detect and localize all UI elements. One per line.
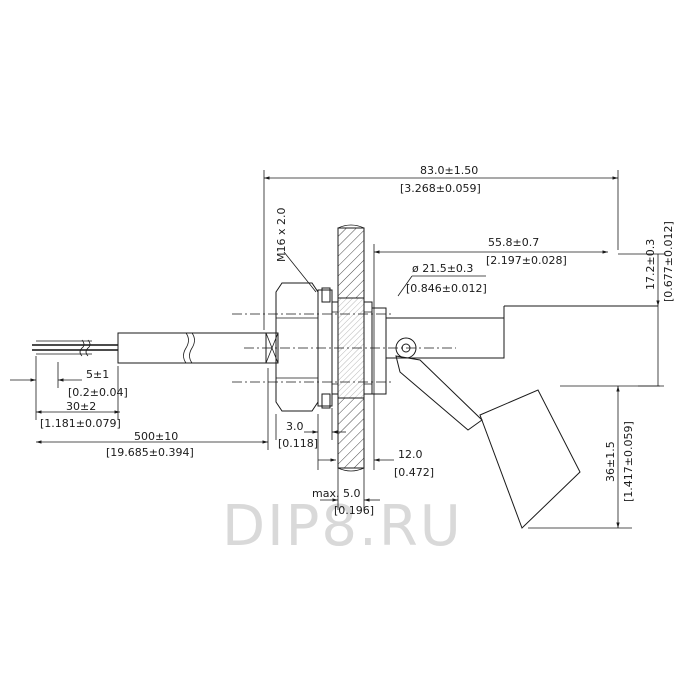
float-length-metric: 55.8±0.7 xyxy=(488,236,539,249)
wall-max-metric: max. 5.0 xyxy=(312,487,360,500)
dimension-labels: 83.0±1.50 [3.268±0.059] M16 x 2.0 55.8±0… xyxy=(40,164,675,517)
wire-strip-imperial: [0.2±0.04] xyxy=(68,386,128,399)
watermark: DIP8.RU xyxy=(222,494,463,559)
boss-depth-metric: 12.0 xyxy=(398,448,423,461)
wire-lead-metric: 30±2 xyxy=(66,400,96,413)
drop-imperial: [1.417±0.059] xyxy=(622,421,635,502)
nut-width-metric: 3.0 xyxy=(286,420,304,433)
overall-length-imperial: [3.268±0.059] xyxy=(400,182,481,195)
nut xyxy=(275,282,387,412)
mount-diameter-imperial: [0.846±0.012] xyxy=(406,282,487,295)
cable-length-metric: 500±10 xyxy=(134,430,178,443)
overall-length-metric: 83.0±1.50 xyxy=(420,164,478,177)
float-length-imperial: [2.197±0.028] xyxy=(486,254,567,267)
wire-lead-imperial: [1.181±0.079] xyxy=(40,417,121,430)
mount-diameter-metric: ø 21.5±0.3 xyxy=(412,262,473,275)
nut-width-imperial: [0.118] xyxy=(278,437,318,450)
dimension-lines xyxy=(10,170,666,529)
thread-label: M16 x 2.0 xyxy=(275,208,288,262)
drop-metric: 36±1.5 xyxy=(604,441,617,482)
cable xyxy=(32,332,279,364)
wire-strip-metric: 5±1 xyxy=(86,368,109,381)
boss-depth-imperial: [0.472] xyxy=(394,466,434,479)
float-assembly xyxy=(232,305,658,529)
wall-max-imperial: [0.196] xyxy=(334,504,374,517)
float-height-metric: 17.2±0.3 xyxy=(644,239,657,290)
float-height-imperial: [0.677±0.012] xyxy=(662,221,675,302)
cable-length-imperial: [19.685±0.394] xyxy=(106,446,194,459)
